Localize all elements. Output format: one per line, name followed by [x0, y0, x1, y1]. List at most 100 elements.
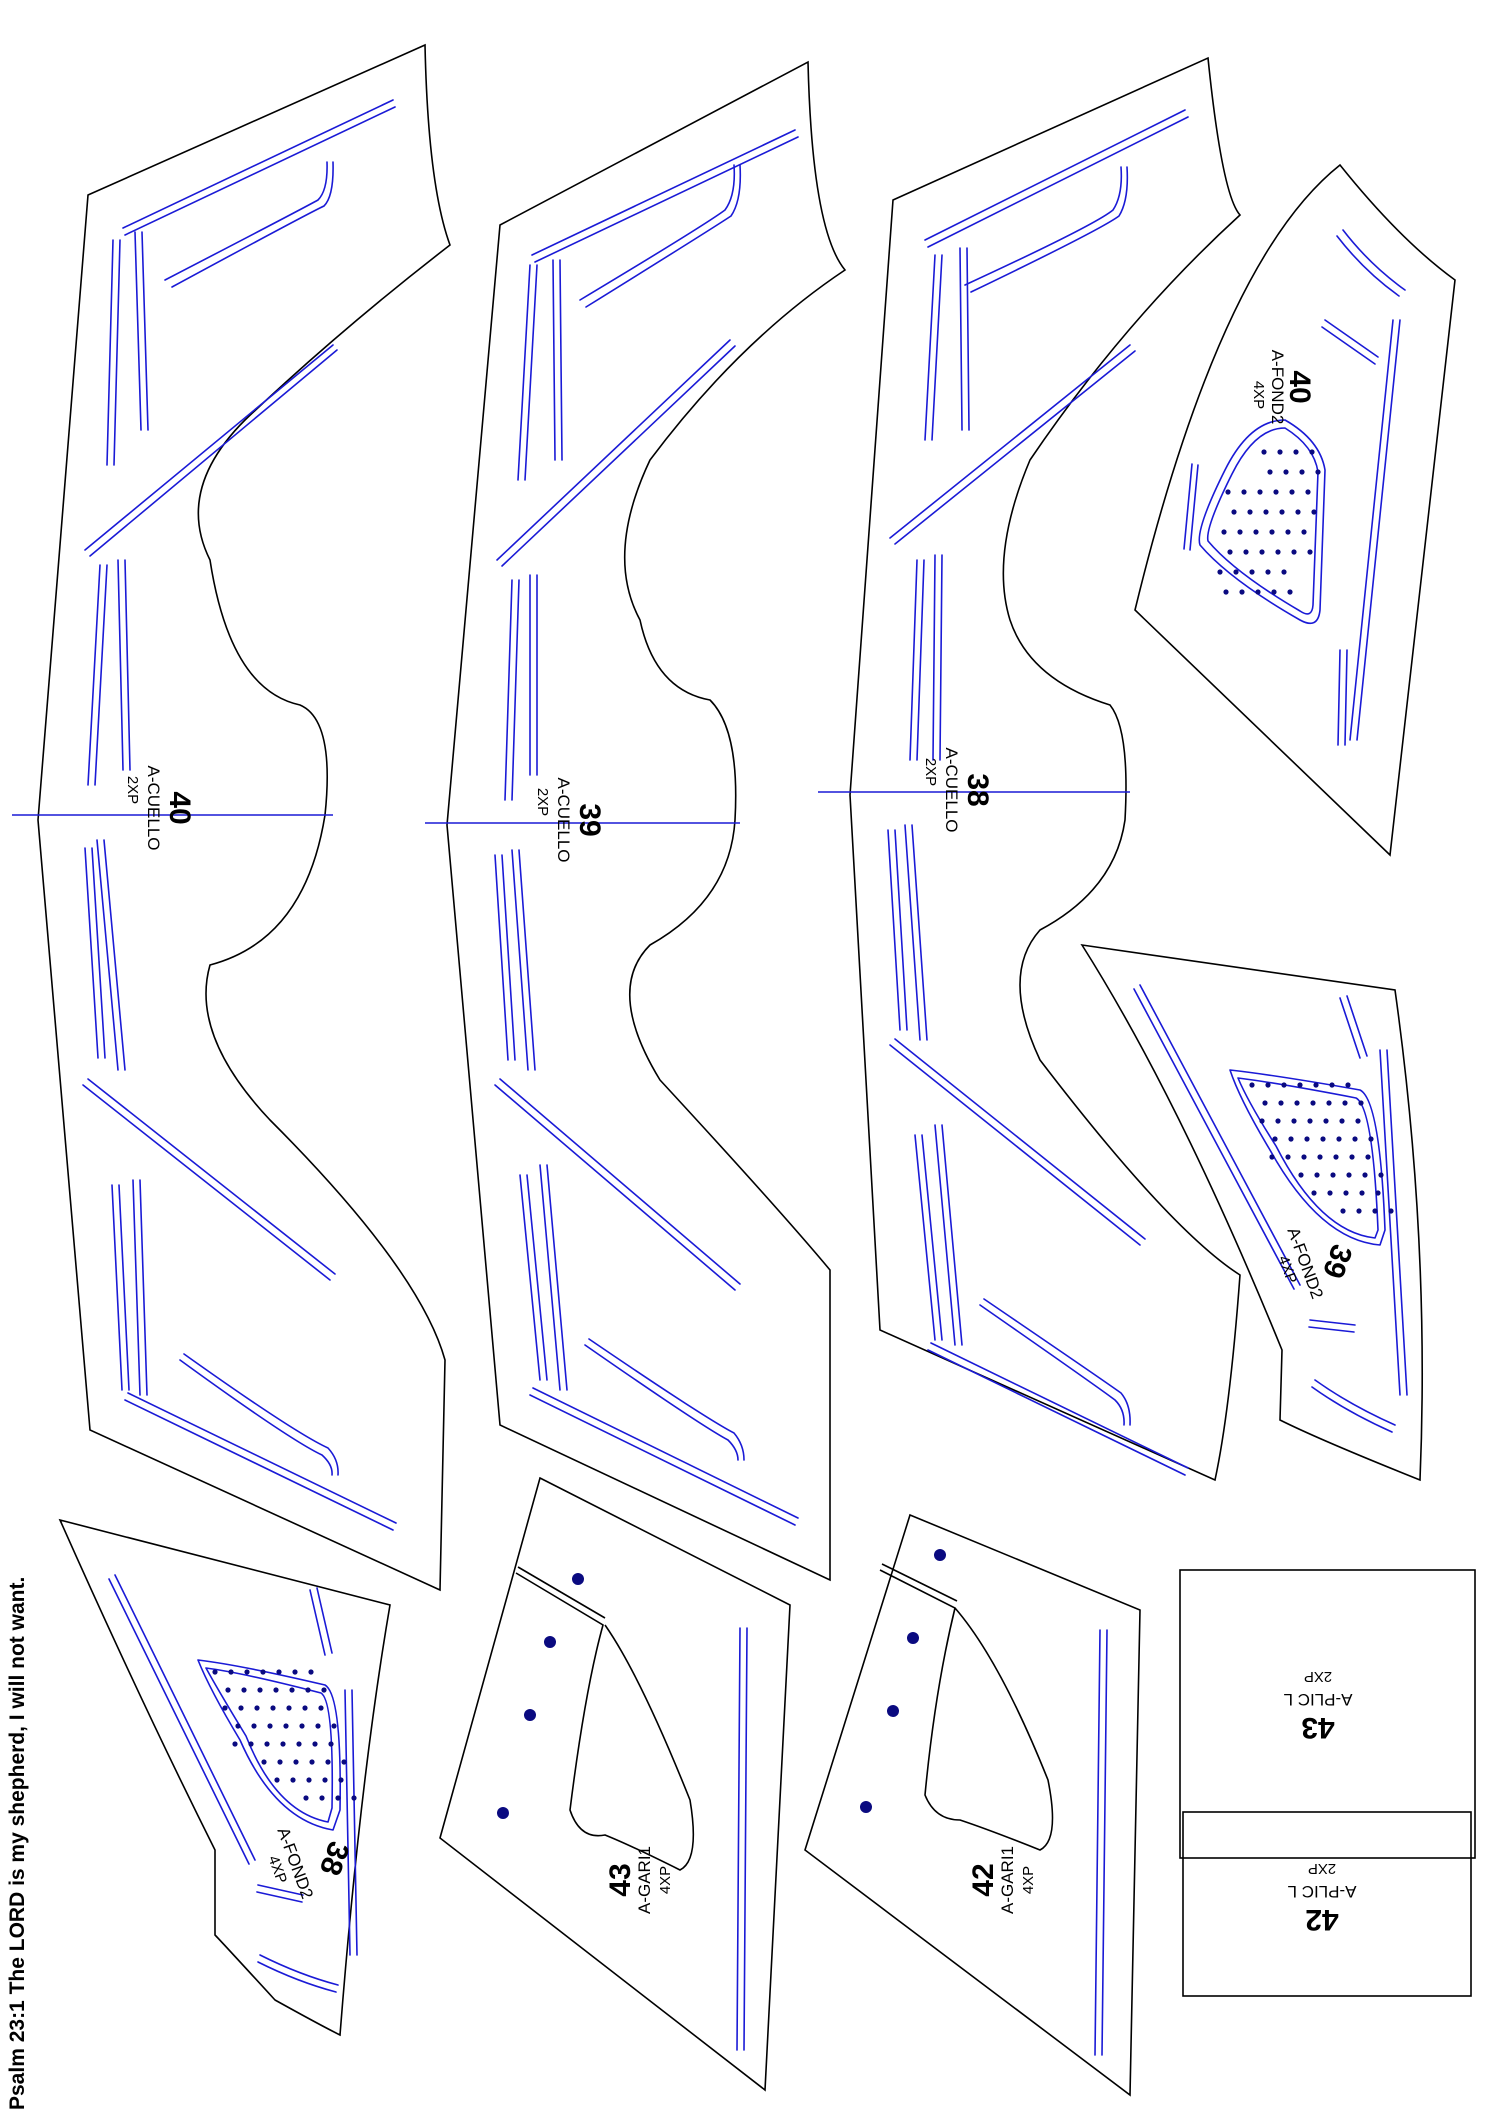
perforation-dot: [1309, 449, 1315, 455]
perforation-dot: [1285, 529, 1291, 535]
pattern-piece-cuello-40: 40 A-CUELLO 2XP: [12, 43, 451, 1592]
seam-lines: [887, 109, 1189, 1476]
perforation-dot: [1221, 529, 1227, 535]
perforation-dot: [293, 1759, 299, 1765]
perforation-dot: [1281, 569, 1287, 575]
perforation-dot: [1317, 1154, 1323, 1160]
perforation-dot: [1368, 1136, 1374, 1142]
perforation-dot: [1247, 509, 1253, 515]
piece-label: 43 A-PLIC L 2XP: [1284, 1668, 1353, 1744]
perforation-dot: [1265, 1082, 1271, 1088]
perforation-dot: [305, 1687, 311, 1693]
perforation-dot: [274, 1777, 280, 1783]
perforation-dot: [1333, 1154, 1339, 1160]
perforation-dot: [1231, 509, 1237, 515]
piece-code: A-CUELLO: [942, 747, 961, 832]
piece-label: 40 A-FOND2 4XP: [1250, 350, 1316, 425]
perforation-dot: [1365, 1154, 1371, 1160]
inner-cut: [515, 1572, 695, 1871]
perforation-dot: [322, 1777, 328, 1783]
perforation-dot: [325, 1759, 331, 1765]
perforation-dot: [1269, 1154, 1275, 1160]
perforation-dot: [1243, 549, 1249, 555]
perforation-dot: [1275, 1118, 1281, 1124]
perforation-dot: [1239, 589, 1245, 595]
perforation-dot: [1233, 569, 1239, 575]
perforation-dot: [244, 1669, 250, 1675]
perforation-dot: [1330, 1172, 1336, 1178]
perforation-dot: [1277, 449, 1283, 455]
perforation-dot: [257, 1687, 263, 1693]
seam-line: [736, 1627, 741, 2051]
perforation-dot: [303, 1795, 309, 1801]
perforation-dot: [306, 1777, 312, 1783]
perforation-dot: [1298, 1172, 1304, 1178]
perforation-dot: [1263, 509, 1269, 515]
perforation-dot: [1299, 469, 1305, 475]
piece-code: A-GARI1: [998, 1846, 1017, 1914]
perforation-dot: [1315, 469, 1321, 475]
perforation-dot: [225, 1687, 231, 1693]
piece-code: A-CUELLO: [554, 777, 573, 862]
piece-outline: [37, 43, 451, 1592]
perforation-dot: [1326, 1100, 1332, 1106]
perforation-dot: [260, 1669, 266, 1675]
perforation-dot: [232, 1741, 238, 1747]
perforation-dot: [1343, 1190, 1349, 1196]
drill-hole: [907, 1632, 919, 1644]
perforation-dot: [1262, 1100, 1268, 1106]
pattern-piece-fond-39: 39 A-FOND2 4XP: [1080, 943, 1424, 1482]
perforation-dot: [1275, 549, 1281, 555]
perforation-dot: [1311, 1190, 1317, 1196]
piece-outline: [1179, 1569, 1476, 1859]
perforation-dot: [351, 1795, 357, 1801]
piece-quantity: 4XP: [1020, 1866, 1037, 1894]
perforation-dot: [1378, 1172, 1384, 1178]
perforation-dot: [1355, 1118, 1361, 1124]
perforation-dot: [277, 1759, 283, 1765]
perforation-dot: [254, 1705, 260, 1711]
perforation-dot: [296, 1741, 302, 1747]
piece-code: A-GARI1: [635, 1846, 654, 1914]
perforation-dot: [1289, 489, 1295, 495]
perforation-dot: [1339, 1118, 1345, 1124]
perforation-dot: [276, 1669, 282, 1675]
perforation-dot: [1388, 1208, 1394, 1214]
perforation-dot: [312, 1741, 318, 1747]
perforation-dot: [1223, 589, 1229, 595]
perforation-dot: [1259, 549, 1265, 555]
perforation-dot: [308, 1669, 314, 1675]
piece-quantity: 2XP: [1308, 1860, 1336, 1877]
perforation-dot: [1269, 529, 1275, 535]
perforation-dot: [1253, 529, 1259, 535]
perforation-dot: [1291, 1118, 1297, 1124]
perforation-dot: [212, 1669, 218, 1675]
perforation-dot: [1359, 1190, 1365, 1196]
perforation-dot: [319, 1795, 325, 1801]
perforation-dot: [1272, 1136, 1278, 1142]
piece-label: 38 A-CUELLO 2XP: [922, 747, 994, 832]
perforation-dot: [1336, 1136, 1342, 1142]
piece-code: A-CUELLO: [144, 765, 163, 850]
perforation-dot: [235, 1723, 241, 1729]
perforation-dot: [292, 1669, 298, 1675]
perforation-dot: [331, 1723, 337, 1729]
perforation-dot: [1342, 1100, 1348, 1106]
perforation-dot: [1291, 549, 1297, 555]
perforation-dot: [1349, 1154, 1355, 1160]
footer-verse: Psalm 23:1 The LORD is my shepherd, I wi…: [6, 1577, 29, 2110]
perforation-dot: [1225, 489, 1231, 495]
perforation-dot: [1249, 569, 1255, 575]
drill-hole: [572, 1573, 584, 1585]
perforation-dot: [1345, 1082, 1351, 1088]
piece-code: A-PLIC L: [1288, 1882, 1357, 1901]
perforation-dot: [1271, 589, 1277, 595]
perforation-dot: [1304, 1136, 1310, 1142]
perforation-dot: [1301, 1154, 1307, 1160]
pattern-piece-fond-40: 40 A-FOND2 4XP: [1134, 163, 1456, 857]
perforation-dot: [290, 1777, 296, 1783]
perforation-dot: [1261, 449, 1267, 455]
perforation-dot: [1273, 489, 1279, 495]
perforation-dot: [264, 1741, 270, 1747]
